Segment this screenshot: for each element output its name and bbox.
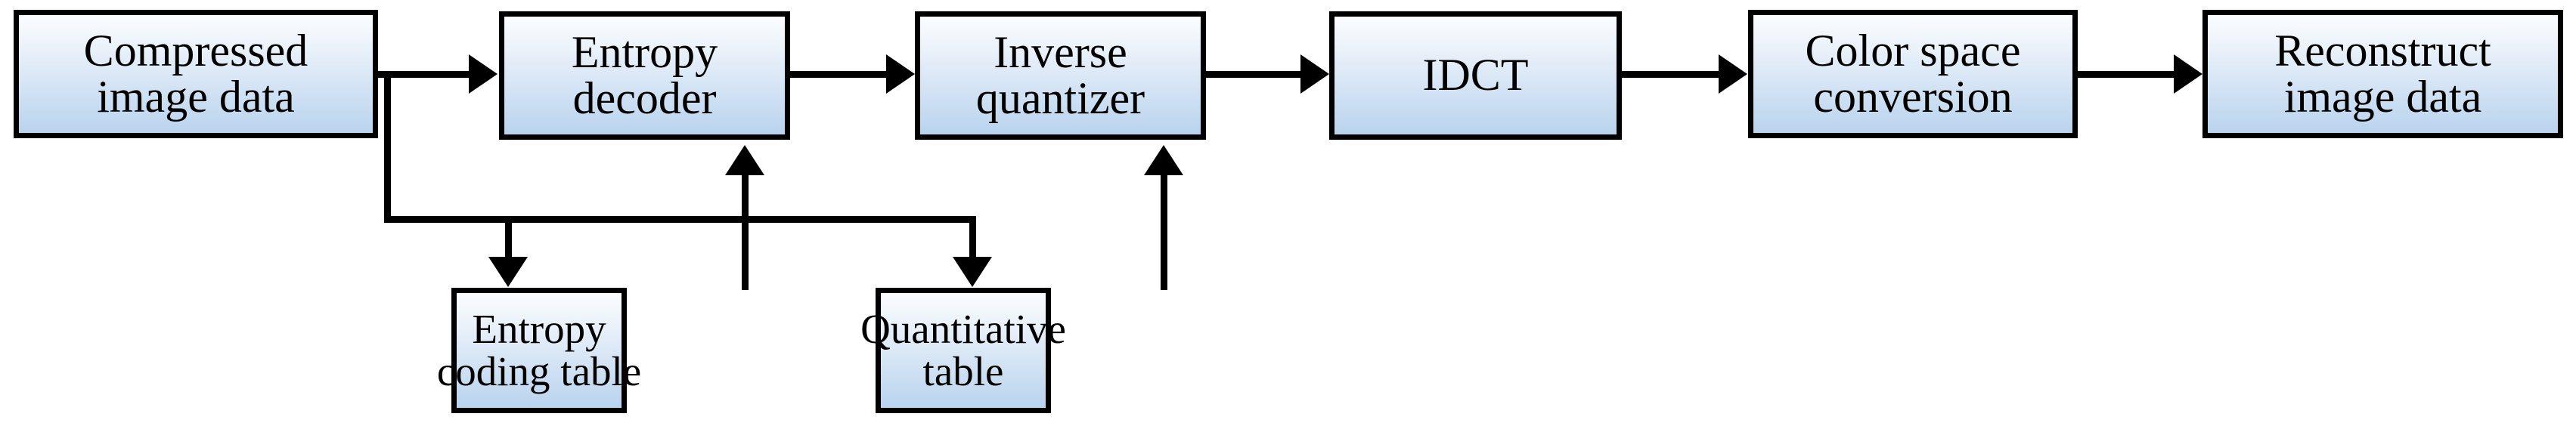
node-label-line2: table: [922, 348, 1004, 394]
node-label-line2: image data: [97, 72, 295, 122]
node-color-space-conversion[interactable]: Color space conversion: [1748, 10, 2078, 138]
edge-decoder-to-quantizer-line: [790, 71, 887, 78]
edge-compressed-to-decoder-line: [378, 71, 470, 78]
edge-bus-to-quantitative-table-line: [969, 216, 976, 260]
edge-quantizer-to-idct-arrowhead: [1300, 54, 1329, 94]
edge-entropy-table-to-decoder-line: [742, 175, 749, 290]
edge-idct-to-colorspace-arrowhead: [1719, 54, 1747, 94]
node-quantitative-table[interactable]: Quantitative table: [860, 288, 1066, 413]
edge-colorspace-to-reconstruct-line: [2078, 71, 2175, 78]
node-label-line1: Quantitative: [860, 305, 1066, 352]
node-label-line2: quantizer: [975, 73, 1145, 123]
edge-quantitative-table-to-quantizer-line: [1161, 175, 1167, 290]
node-label-line1: Entropy: [472, 305, 606, 352]
node-label-line1: Color space: [1805, 25, 2021, 76]
node-label-line2: conversion: [1813, 72, 2013, 122]
edge-bus-to-quantitative-table-arrowhead: [953, 257, 992, 287]
node-idct[interactable]: IDCT: [1329, 11, 1622, 140]
edge-bus-to-entropy-table-line: [505, 216, 512, 260]
edge-idct-to-colorspace-line: [1622, 71, 1719, 78]
node-label-line2: coding table: [436, 348, 642, 394]
node-label-line1: IDCT: [1422, 50, 1529, 100]
edge-branch-bus-line: [384, 216, 976, 223]
edge-entropy-table-to-decoder-arrowhead: [725, 145, 764, 175]
node-compressed-image-data[interactable]: Compressed image data: [14, 10, 378, 138]
node-label-line1: Compressed: [83, 25, 308, 76]
node-entropy-decoder[interactable]: Entropy decoder: [499, 11, 790, 140]
node-reconstruct-image-data[interactable]: Reconstruct image data: [2202, 10, 2563, 138]
edge-compressed-to-decoder-arrowhead: [469, 54, 498, 94]
node-inverse-quantizer[interactable]: Inverse quantizer: [915, 11, 1206, 140]
edge-branch-drop-line: [384, 71, 391, 223]
edge-bus-to-entropy-table-arrowhead: [488, 257, 528, 287]
node-label-line2: image data: [2283, 72, 2482, 122]
node-label-line2: decoder: [572, 73, 717, 123]
edge-decoder-to-quantizer-arrowhead: [886, 54, 915, 94]
node-entropy-coding-table[interactable]: Entropy coding table: [437, 288, 641, 413]
node-label-line1: Reconstruct: [2274, 25, 2491, 76]
node-label-line1: Inverse: [994, 26, 1127, 77]
node-label-line1: Entropy: [571, 26, 718, 77]
edge-quantitative-table-to-quantizer-arrowhead: [1144, 145, 1183, 175]
edge-quantizer-to-idct-line: [1206, 71, 1301, 78]
edge-colorspace-to-reconstruct-arrowhead: [2174, 54, 2202, 94]
